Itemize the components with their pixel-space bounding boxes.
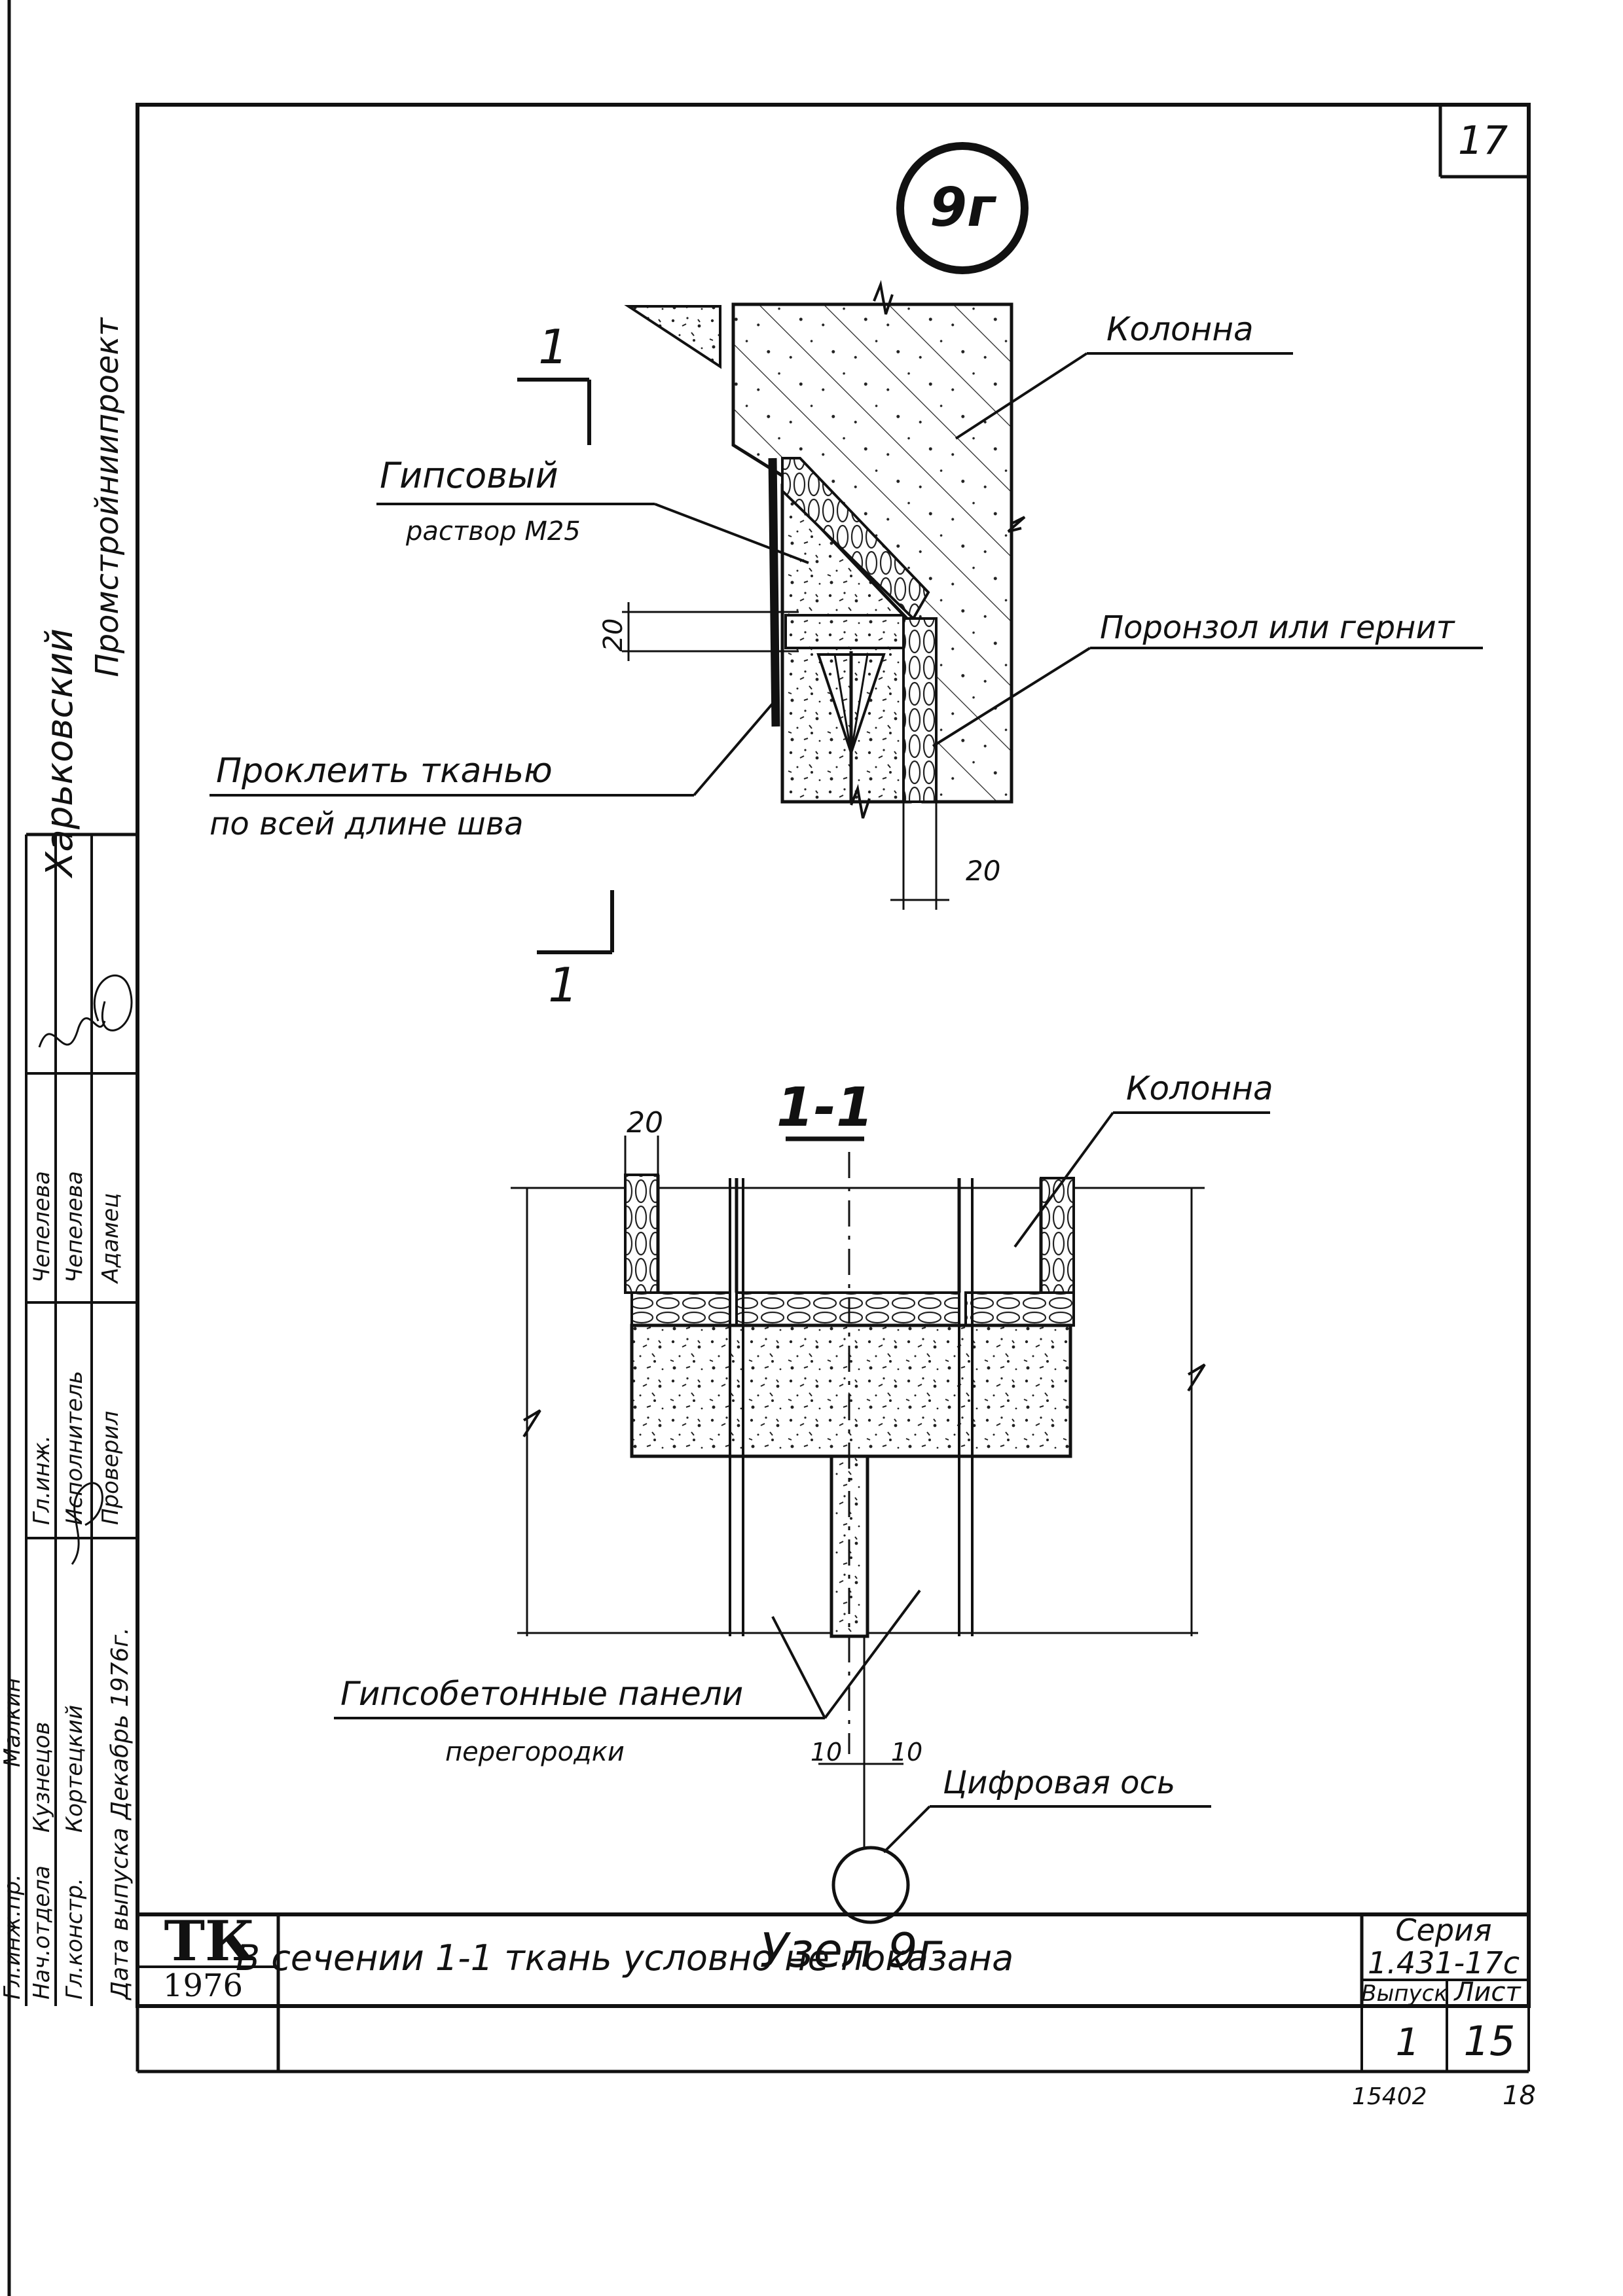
stamp-role-3: Гл.констр. [62,1878,88,2000]
label-gypsum-2: раствор М25 [405,516,581,547]
section-mark-bottom: 1 [548,958,578,1013]
drawing-title: Узел 9г [760,1923,943,1978]
stamp-org-2: Промстройниипроект [89,316,126,677]
sheet-label: Лист [1453,1977,1522,2007]
seam-wedge [816,653,886,757]
dim-section-top: 20 [627,1106,663,1139]
insul-band-center [735,1291,960,1327]
stamp-date: Дата выпуска [107,1827,134,2001]
note-text: В сечении 1-1 ткань условно не показана [236,1937,1013,1979]
dim-section-right: 10 [891,1738,922,1767]
signature-1 [38,1017,106,1048]
issue-value: 1 [1396,2020,1420,2064]
diagonal-insulation [781,457,930,621]
section-mark-top: 1 [538,319,568,374]
footer-page: 18 [1503,2081,1536,2111]
issue-label: Выпуск [1361,1981,1448,2007]
label-panels-1: Гипсобетонные панели [340,1675,743,1713]
label-column-section: Колонна [1126,1069,1273,1107]
series-value: 1.431-17с [1368,1945,1520,1981]
label-panels-2: перегородки [445,1737,625,1767]
sheet-number-box: 17 [1438,105,1529,179]
sheet-value: 15 [1464,2017,1516,2065]
logo-tk: ТК [164,1909,255,1973]
signature-3 [71,1482,103,1565]
title-block: ТК 1976 Узел 9г Серия 1.431-17с Выпуск Л… [137,1909,1529,2007]
footer-inventory: 15402 [1352,2083,1427,2110]
panel-slab [630,1323,1072,1458]
dim-top-bottom: 20 [966,855,1000,887]
stamp-name-1: Малкин [0,1677,26,1767]
sheet-number: 17 [1458,118,1508,164]
wall-concrete-wedge [624,305,721,369]
node-mark: 9г [896,142,1029,274]
node-mark-label: 9г [930,177,997,239]
label-axis: Цифровая ось [943,1765,1175,1801]
insulation-left [624,1174,659,1294]
title-year: 1976 [163,1967,243,2004]
label-gypsum-1: Гипсовый [380,455,558,496]
fabric-strip [768,457,780,727]
series-label: Серия [1395,1912,1491,1948]
stamp-role-4: Гл.инж. [29,1435,55,1525]
stamp-date-value: Декабрь 1976г. [107,1627,134,1821]
label-poronzol: Поронзол или гернит [1100,609,1456,646]
label-column-top: Колонна [1106,310,1254,348]
top-detail: 1 1 Колонна Гипсовый раствор М25 Поронзо… [210,279,1483,1013]
insulation-right [1040,1177,1075,1294]
stamp-name-5: Чепелева [62,1171,88,1283]
dim-top-left: 20 [598,619,629,652]
stamp-name-3: Кортецкий [62,1705,88,1833]
stamp-name-4: Чепелева [29,1171,55,1283]
stamp-org-1: Харьковский [39,628,81,879]
stamp-role-1: Гл.инж.пр. [0,1874,26,2000]
stamp-role-2: Нач.отдела [29,1865,55,2000]
vertical-insulation [902,617,938,803]
label-glue-1: Проклеить тканью [216,751,553,791]
title-values: 1 15 [136,2006,1530,2073]
stamp-name-6: Адамец [98,1193,124,1284]
insul-band-right [964,1291,1075,1327]
signature-2 [93,974,133,1031]
dim-section-left: 10 [811,1738,842,1767]
stamp-name-2: Кузнецов [29,1722,55,1833]
gypsum-band [784,614,905,649]
side-stamp: Харьковский Промстройниипроект Гл.инж.пр… [0,316,139,2006]
label-glue-2: по всей длине шва [210,806,524,842]
axis-bubble [831,1846,910,1924]
section-1-1: 1-1 [334,1069,1273,1924]
insul-band-left [630,1291,731,1327]
section-title: 1-1 [776,1077,873,1139]
